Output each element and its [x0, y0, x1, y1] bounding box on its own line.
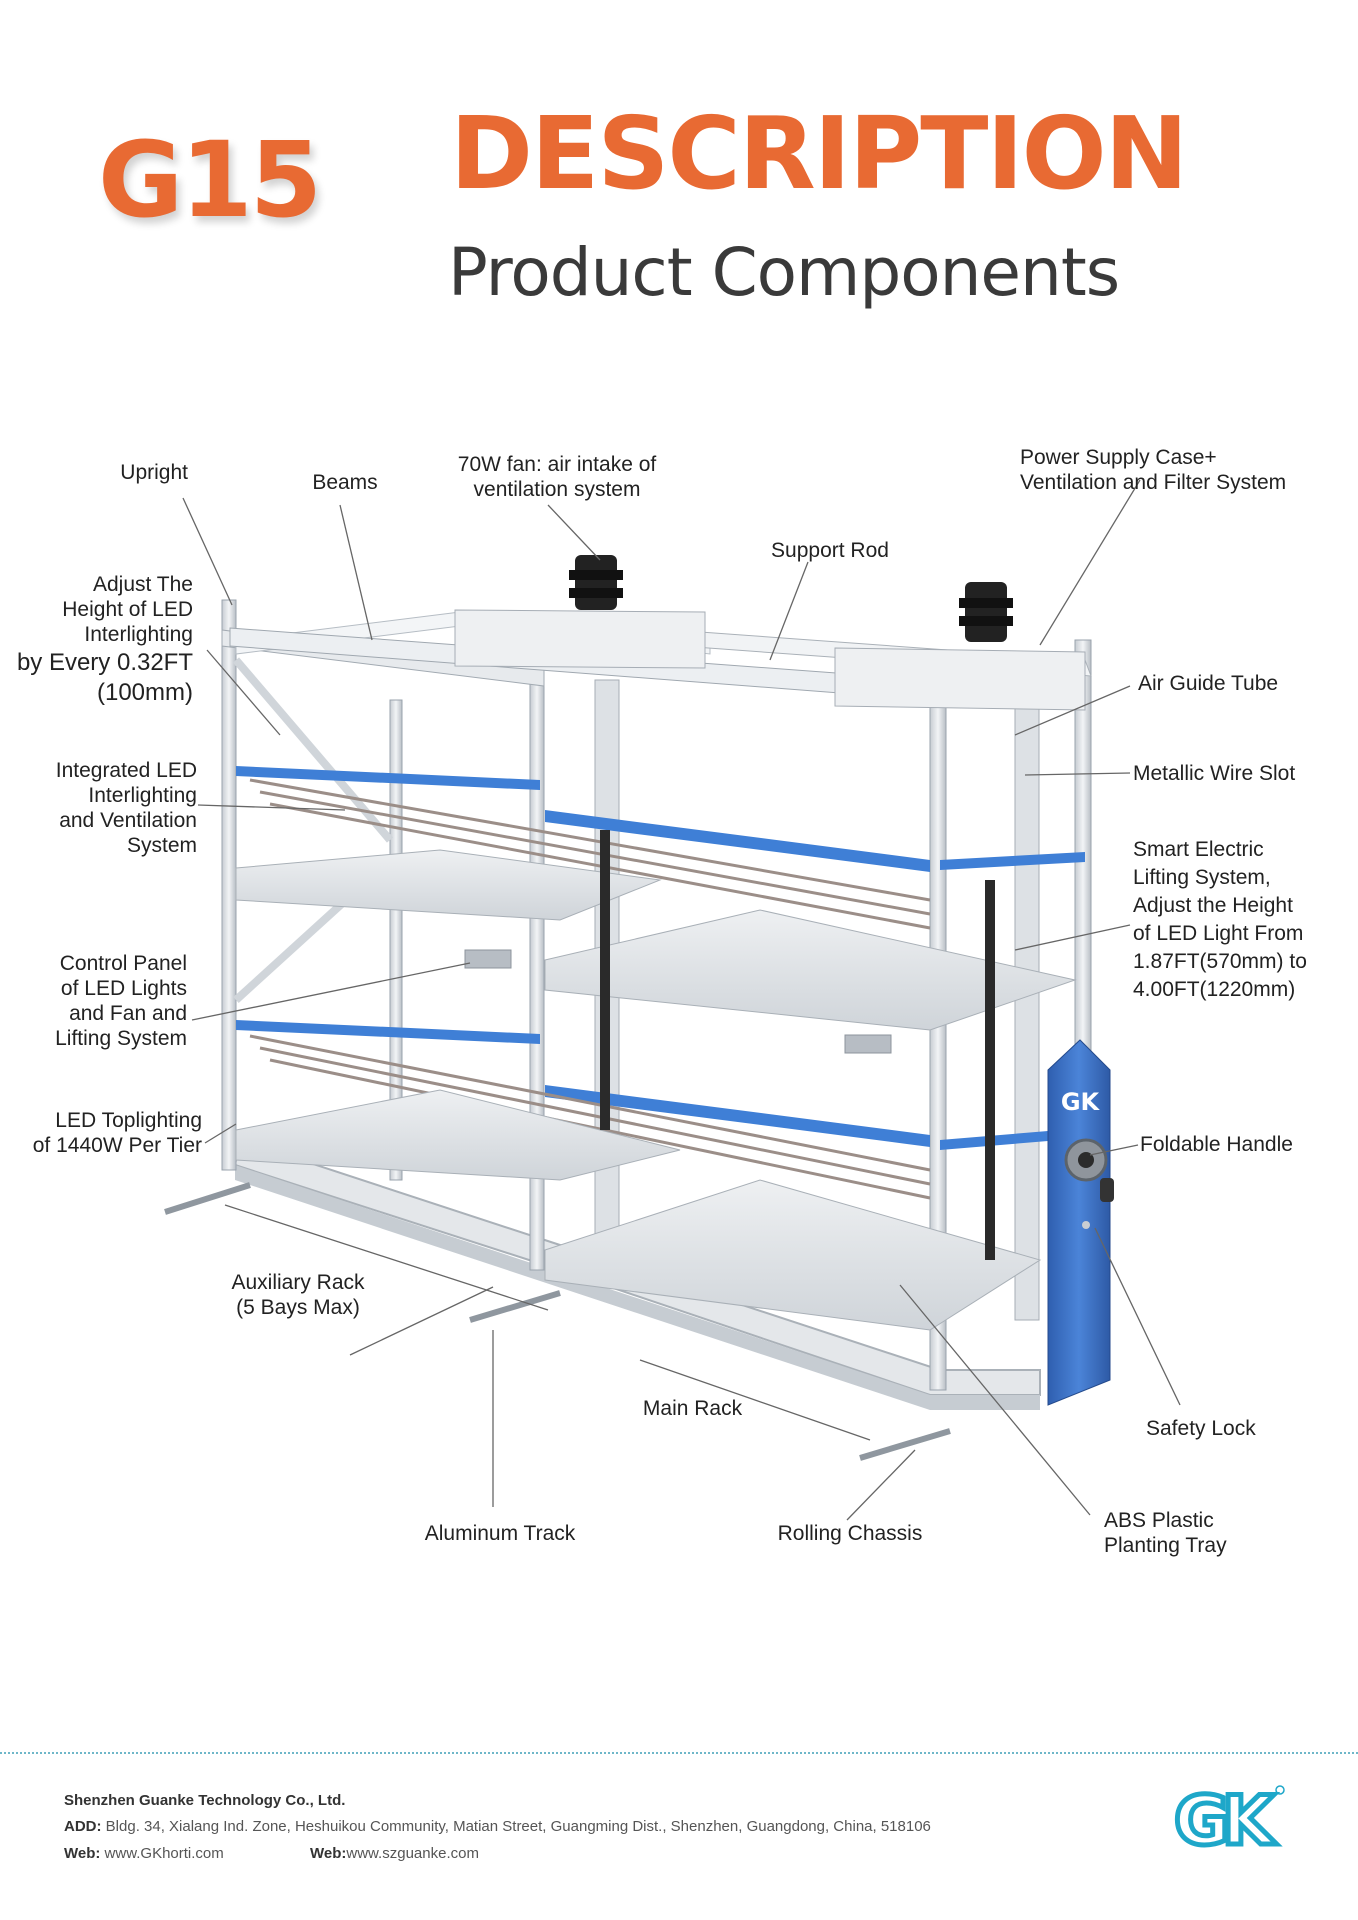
label-beams: Beams	[312, 471, 378, 494]
fan-icon	[569, 555, 1013, 642]
aluminum-track	[164, 1182, 951, 1461]
power-supply-case	[454, 609, 1086, 711]
leader-lines	[182, 479, 1181, 1521]
label-auxiliary-rack: Auxiliary Rack (5 Bays Max)	[231, 1271, 365, 1319]
led-interlighting	[236, 766, 1085, 1200]
product-illustration: GK	[164, 479, 1181, 1521]
label-foldable-handle: Foldable Handle	[1140, 1133, 1293, 1156]
footer-web-2: Web:www.szguanke.com	[310, 1845, 479, 1862]
label-support-rod: Support Rod	[771, 539, 889, 562]
footer-web-1: Web: www.GKhorti.com	[64, 1845, 224, 1862]
label-main-rack: Main Rack	[642, 1397, 743, 1420]
label-metallic-wire-slot: Metallic Wire Slot	[1133, 762, 1296, 785]
label-rolling-chassis: Rolling Chassis	[777, 1522, 923, 1545]
label-adjust-height: Adjust The Height of LED Interlighting	[62, 573, 193, 646]
label-upright: Upright	[120, 461, 188, 484]
label-air-guide-tube: Air Guide Tube	[1138, 672, 1279, 695]
page-subtitle: Product Components	[448, 234, 1120, 311]
rolling-chassis	[233, 1138, 1041, 1410]
label-safety-lock: Safety Lock	[1146, 1417, 1256, 1440]
label-abs-tray: ABS Plastic Planting Tray	[1104, 1509, 1227, 1557]
label-fan: 70W fan: air intake of ventilation syste…	[457, 453, 657, 501]
label-power-supply: Power Supply Case+ Ventilation and Filte…	[1020, 446, 1287, 494]
footer-company: Shenzhen Guanke Technology Co., Ltd.	[64, 1792, 346, 1809]
page-title: DESCRIPTION	[450, 95, 1188, 212]
label-control-panel: Control Panel of LED Lights and Fan and …	[55, 952, 187, 1050]
label-smart-lifting: Smart Electric Lifting System, Adjust th…	[1133, 838, 1307, 1001]
label-adjust-height-interval: by Every 0.32FT (100mm)	[16, 649, 193, 706]
handle-logo: GK	[1061, 1088, 1101, 1116]
gk-logo-icon: GK	[1172, 1780, 1288, 1856]
gk-logo-text: GK	[1174, 1782, 1277, 1856]
footer-divider	[0, 1752, 1358, 1758]
foldable-handle: GK	[1047, 1039, 1114, 1406]
label-aluminum-track: Aluminum Track	[424, 1522, 576, 1545]
label-led-toplighting: LED Toplighting of 1440W Per Tier	[32, 1109, 202, 1157]
control-panel	[464, 949, 892, 1054]
model-number: G15	[98, 119, 322, 241]
label-integrated-led: Integrated LED Interlighting and Ventila…	[55, 759, 197, 857]
abs-planting-tray	[235, 849, 1077, 1331]
lifting-system	[600, 830, 995, 1260]
footer-address: ADD: Bldg. 34, Xialang Ind. Zone, Heshui…	[64, 1818, 931, 1835]
